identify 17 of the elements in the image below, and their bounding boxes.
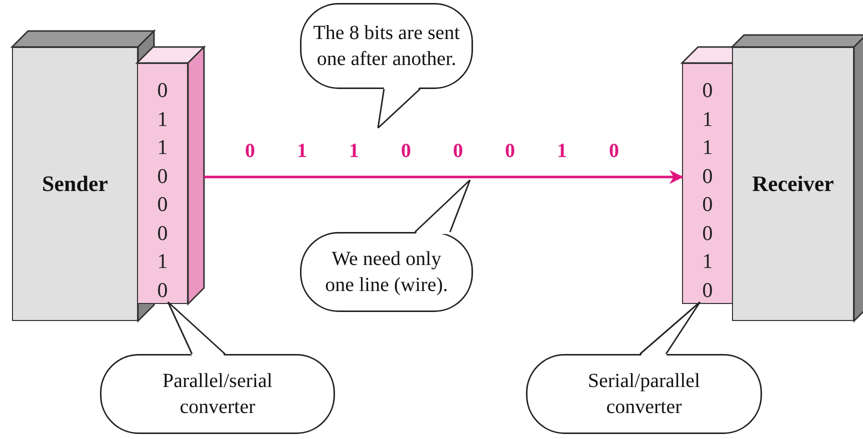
callout-text: Parallel/serial converter <box>162 369 274 420</box>
sender-block <box>12 47 138 321</box>
edge-label: 0 1 1 0 0 0 1 0 <box>245 140 619 163</box>
callout-pointer <box>414 179 471 234</box>
callout-pointer <box>639 301 701 356</box>
block-label: Receiver <box>752 171 834 197</box>
callout-text: The 8 bits are sent one after another. <box>312 21 461 72</box>
callout-pointer <box>377 87 421 129</box>
arrow <box>204 170 684 184</box>
callout-pointer <box>167 301 226 356</box>
converter-block <box>137 63 188 304</box>
block-label: Sender <box>42 171 108 197</box>
callout-text: Serial/parallel converter <box>586 369 702 420</box>
bit-column: 0 1 1 0 0 0 1 0 <box>156 76 168 303</box>
bit-column: 0 1 1 0 0 0 1 0 <box>702 76 714 303</box>
converter-block <box>682 63 733 304</box>
callout-text: We need only one line (wire). <box>324 247 449 298</box>
